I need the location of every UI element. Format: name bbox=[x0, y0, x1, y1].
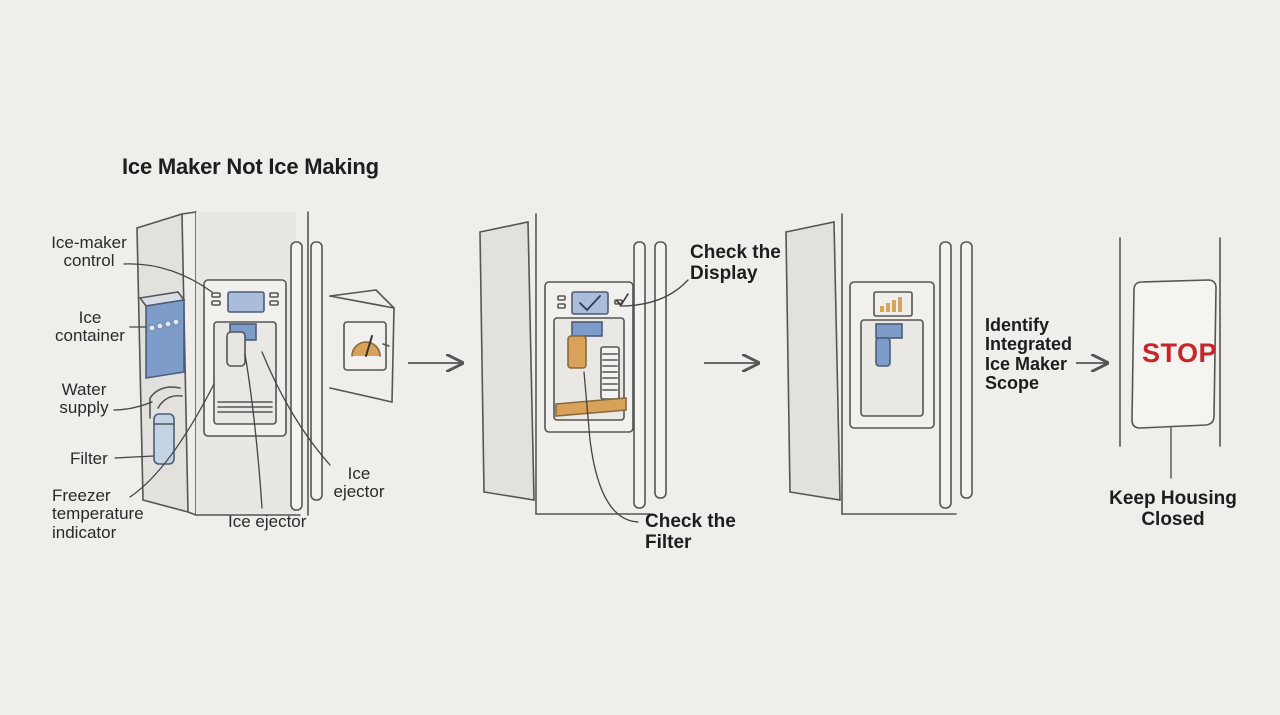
label-freezer-temperature-indicator: Freezer temperature indicator bbox=[52, 486, 144, 542]
leader-lines bbox=[113, 263, 331, 509]
ice-container bbox=[138, 291, 186, 379]
step-check-display: Check the Display bbox=[690, 242, 781, 284]
temp-indicator bbox=[329, 289, 395, 403]
label-filter: Filter bbox=[70, 449, 108, 468]
label-ice-maker-control: Ice-maker control bbox=[51, 233, 127, 271]
label-water-supply: Water supply bbox=[59, 380, 109, 418]
stop-sign-text: STOP bbox=[1142, 338, 1218, 368]
step-check-filter: Check the Filter bbox=[645, 511, 736, 553]
step-identify-scope: Identify Integrated Ice Maker Scope bbox=[985, 315, 1073, 394]
label-ice-ejector-right: Ice ejector bbox=[333, 464, 385, 502]
step-keep-housing-closed: Keep Housing Closed bbox=[1109, 488, 1237, 530]
label-ice-ejector: Ice ejector bbox=[228, 512, 307, 531]
label-ice-container: Ice container bbox=[55, 308, 125, 346]
fridge-scope bbox=[785, 213, 973, 515]
water-supply-filter bbox=[149, 386, 183, 465]
diagram-title: Ice Maker Not Ice Making bbox=[122, 154, 379, 179]
stop-panel bbox=[1119, 237, 1221, 479]
leader-lines-2 bbox=[583, 279, 689, 523]
fridge-check-display bbox=[479, 213, 667, 515]
